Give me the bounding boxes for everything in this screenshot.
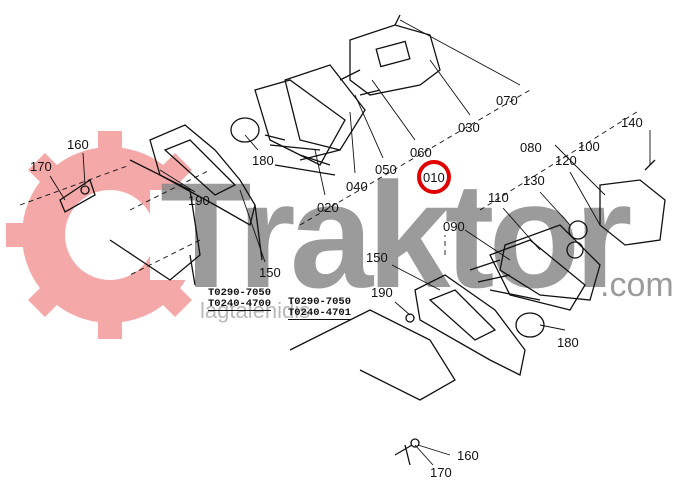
callout-040: 040 — [346, 179, 368, 194]
callout-160-bottom: 160 — [457, 448, 479, 463]
callout-180-right: 180 — [557, 335, 579, 350]
callout-100: 100 — [578, 139, 600, 154]
callout-180-top: 180 — [252, 153, 274, 168]
callout-130: 130 — [523, 173, 545, 188]
callout-080: 080 — [520, 140, 542, 155]
watermark-brand: Traktor — [160, 151, 633, 319]
callout-030: 030 — [458, 120, 480, 135]
callout-070: 070 — [496, 93, 518, 108]
part-numbers-left: T0290-7050 T0240-4700 — [208, 287, 272, 311]
callout-190-right: 190 — [371, 285, 393, 300]
callout-050: 050 — [375, 162, 397, 177]
part-numbers-right: T0290-7050 T0240-4701 — [288, 296, 352, 320]
callout-060: 060 — [410, 145, 432, 160]
callout-020: 020 — [317, 200, 339, 215]
callout-120: 120 — [555, 153, 577, 168]
callout-190-left: 190 — [188, 193, 210, 208]
callout-170-left: 170 — [30, 159, 52, 174]
highlight-circle — [417, 160, 451, 194]
watermark-suffix: .com — [600, 266, 674, 304]
part-number: T0290-7050 — [288, 296, 352, 308]
part-number: T0290-7050 — [208, 287, 272, 299]
part-number: T0240-4701 — [288, 307, 352, 320]
callout-110: 110 — [488, 190, 509, 205]
callout-010-highlighted: 010 — [423, 170, 445, 185]
callout-090: 090 — [443, 219, 465, 234]
callout-150-right: 150 — [366, 250, 388, 265]
callout-160-left: 160 — [67, 137, 89, 152]
callout-170-bottom: 170 — [430, 465, 452, 480]
callout-150-left: 150 — [259, 265, 281, 280]
callout-140: 140 — [621, 115, 643, 130]
part-number: T0240-4700 — [208, 298, 272, 311]
